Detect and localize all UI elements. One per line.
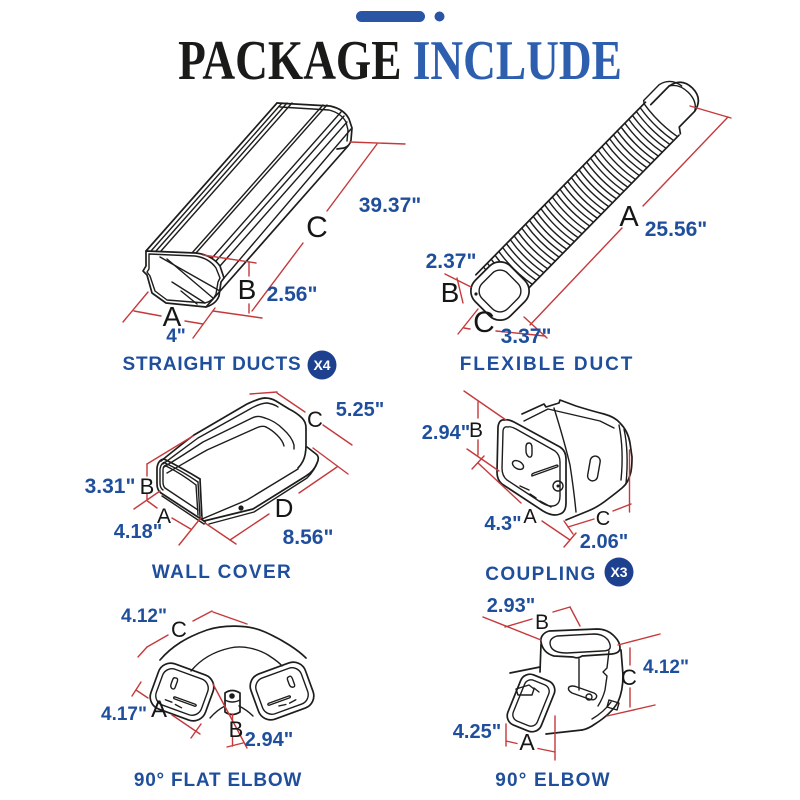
- svg-text:2.94": 2.94": [245, 729, 293, 751]
- svg-text:8.56": 8.56": [283, 526, 334, 549]
- svg-text:C: C: [621, 665, 637, 690]
- svg-text:A: A: [163, 301, 182, 332]
- svg-text:A: A: [523, 506, 537, 528]
- svg-text:A: A: [157, 505, 171, 528]
- svg-text:4.3": 4.3": [484, 513, 521, 535]
- svg-text:2.06": 2.06": [580, 531, 628, 553]
- svg-text:C: C: [307, 407, 323, 432]
- svg-text:5.25": 5.25": [336, 399, 384, 421]
- svg-text:4.17": 4.17": [101, 704, 147, 725]
- svg-text:A: A: [619, 201, 639, 233]
- svg-text:25.56": 25.56": [645, 218, 708, 241]
- svg-text:STRAIGHT DUCTS: STRAIGHT DUCTS: [122, 354, 301, 375]
- svg-text:4.12": 4.12": [121, 606, 167, 627]
- svg-text:C: C: [596, 508, 610, 530]
- svg-text:FLEXIBLE DUCT: FLEXIBLE DUCT: [460, 354, 635, 375]
- svg-text:B: B: [238, 274, 257, 305]
- svg-text:PACKAGE INCLUDE: PACKAGE INCLUDE: [178, 31, 622, 93]
- svg-text:4.18": 4.18": [114, 521, 162, 543]
- svg-text:D: D: [275, 493, 294, 523]
- svg-text:C: C: [473, 306, 495, 339]
- svg-text:90° FLAT ELBOW: 90° FLAT ELBOW: [134, 770, 302, 791]
- svg-text:4.12": 4.12": [643, 657, 689, 678]
- svg-text:X3: X3: [610, 564, 627, 580]
- svg-text:90° ELBOW: 90° ELBOW: [495, 770, 611, 791]
- svg-text:2.93": 2.93": [487, 595, 535, 617]
- svg-text:2.37": 2.37": [426, 250, 477, 273]
- svg-text:2.94": 2.94": [422, 422, 470, 444]
- svg-text:COUPLING: COUPLING: [485, 564, 596, 585]
- svg-text:B: B: [535, 611, 549, 634]
- svg-text:2.56": 2.56": [267, 283, 318, 306]
- svg-text:WALL COVER: WALL COVER: [152, 562, 292, 583]
- svg-text:A: A: [151, 696, 167, 723]
- svg-text:C: C: [171, 617, 187, 642]
- svg-text:B: B: [441, 277, 460, 308]
- svg-text:A: A: [519, 729, 535, 755]
- svg-text:B: B: [140, 474, 155, 499]
- svg-text:X4: X4: [313, 357, 330, 373]
- svg-text:C: C: [306, 211, 328, 244]
- svg-text:39.37": 39.37": [359, 194, 422, 217]
- svg-text:4": 4": [166, 326, 186, 347]
- svg-text:3.31": 3.31": [85, 475, 136, 498]
- svg-text:3.37": 3.37": [501, 325, 552, 348]
- svg-text:B: B: [229, 717, 244, 742]
- svg-text:B: B: [469, 419, 483, 442]
- svg-text:4.25": 4.25": [453, 721, 501, 743]
